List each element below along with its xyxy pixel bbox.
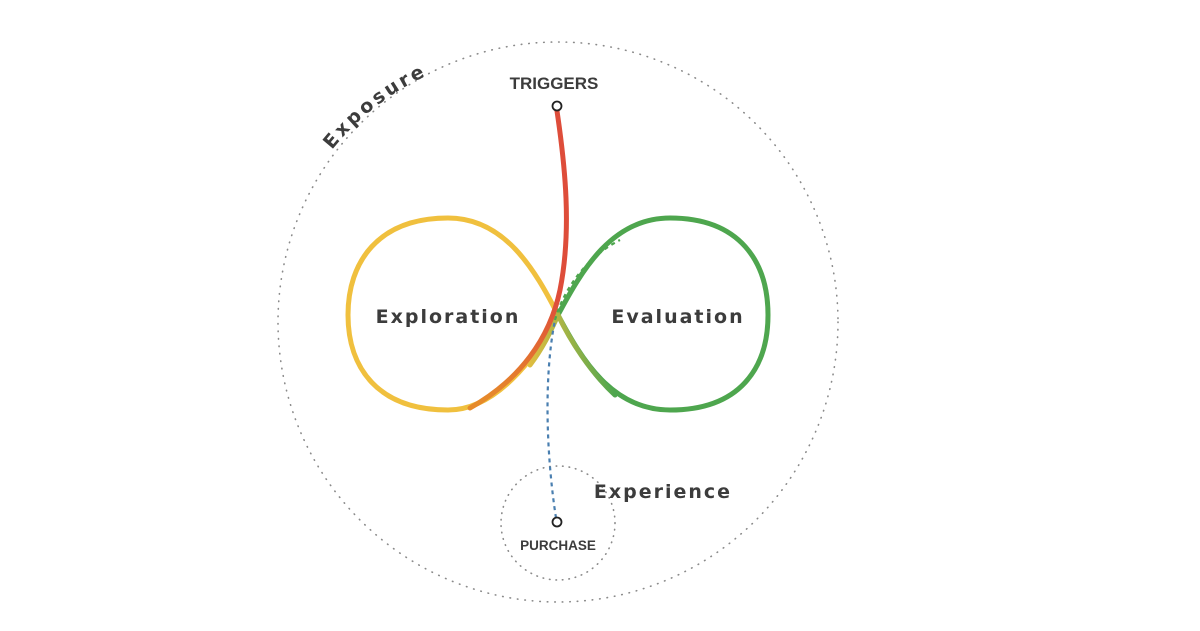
evaluation-label: Evaluation bbox=[611, 306, 744, 328]
evaluation-loop bbox=[555, 215, 771, 413]
triggers-node bbox=[551, 100, 563, 112]
purchase-path-upper bbox=[553, 239, 621, 321]
trigger-path bbox=[467, 108, 569, 411]
triggers-label: TRIGGERS bbox=[510, 74, 599, 93]
purchase-node bbox=[551, 516, 563, 528]
purchase-path bbox=[546, 319, 558, 519]
exploration-label: Exploration bbox=[376, 306, 521, 328]
exposure-label: Exposure bbox=[319, 60, 430, 154]
exposure-circle bbox=[277, 41, 839, 603]
loop-crossing-blend bbox=[527, 309, 618, 398]
experience-circle bbox=[500, 465, 616, 581]
purchase-label: PURCHASE bbox=[520, 538, 596, 553]
experience-label: Experience bbox=[594, 481, 732, 503]
